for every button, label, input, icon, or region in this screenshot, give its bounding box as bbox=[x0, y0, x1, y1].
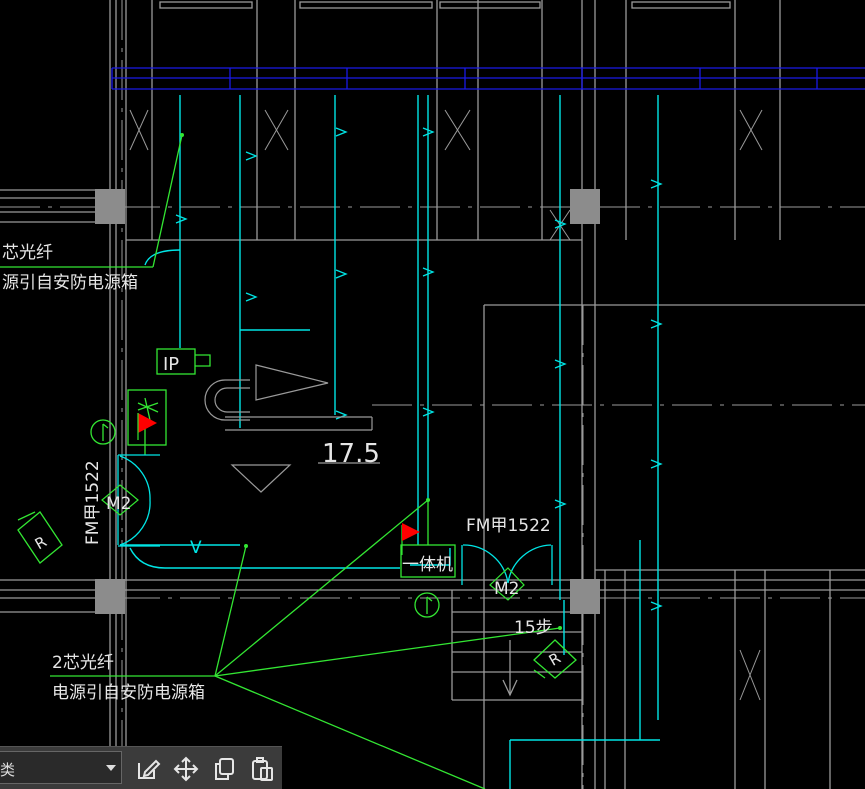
power-label-bottom: 电源引自安防电源箱 bbox=[52, 683, 205, 703]
stair-steps-label: 15步 bbox=[514, 618, 553, 638]
green-fiber-lines bbox=[0, 134, 561, 789]
dial-symbol-left bbox=[90, 419, 116, 445]
ip-camera-symbol bbox=[156, 348, 211, 375]
layer-combo[interactable]: 类 bbox=[0, 751, 122, 784]
motor-symbol-left bbox=[101, 484, 139, 516]
alarm-flag-right bbox=[402, 523, 420, 541]
card-reader-left bbox=[17, 511, 63, 564]
ip-camera-label: IP bbox=[163, 354, 179, 375]
chevron-down-icon[interactable] bbox=[106, 765, 116, 771]
motor-label-left: M2 bbox=[106, 494, 131, 514]
copy-icon[interactable] bbox=[210, 755, 238, 783]
move-icon[interactable] bbox=[172, 755, 200, 783]
fire-door-left bbox=[117, 454, 160, 547]
structural-columns bbox=[95, 189, 600, 614]
fire-door-right bbox=[461, 544, 553, 585]
motor-label-right: M2 bbox=[494, 579, 519, 599]
fiber-label-bottom: 2芯光纤 bbox=[52, 653, 114, 673]
fiber-label-top: 芯光纤 bbox=[2, 243, 53, 263]
edit-icon[interactable] bbox=[134, 755, 162, 783]
power-label-top: 源引自安防电源箱 bbox=[2, 273, 138, 293]
flow-arrows bbox=[175, 127, 663, 611]
door-label-left: FM甲1522 bbox=[83, 460, 103, 545]
dial-symbol-right bbox=[414, 592, 440, 618]
elevation-symbol bbox=[204, 364, 380, 493]
v-mark: V bbox=[190, 538, 202, 558]
door-label-right: FM甲1522 bbox=[466, 516, 551, 536]
elevation-value: 17.5 bbox=[322, 439, 380, 469]
reader-label-left: R bbox=[32, 533, 50, 554]
bottom-toolbar: 类 bbox=[0, 746, 282, 789]
motor-symbol-right bbox=[489, 567, 525, 601]
integrated-unit-box bbox=[400, 544, 456, 578]
layer-combo-value: 类 bbox=[0, 761, 16, 779]
blue-cable-tray bbox=[111, 67, 865, 90]
card-reader-right bbox=[533, 639, 577, 679]
junction-dots bbox=[180, 133, 562, 630]
wall-cross-marks bbox=[129, 109, 763, 701]
alarm-flag-left bbox=[138, 413, 157, 433]
access-control-box-left bbox=[127, 389, 167, 446]
integrated-unit-label: 一体机 bbox=[402, 555, 453, 575]
paste-icon[interactable] bbox=[248, 755, 276, 783]
